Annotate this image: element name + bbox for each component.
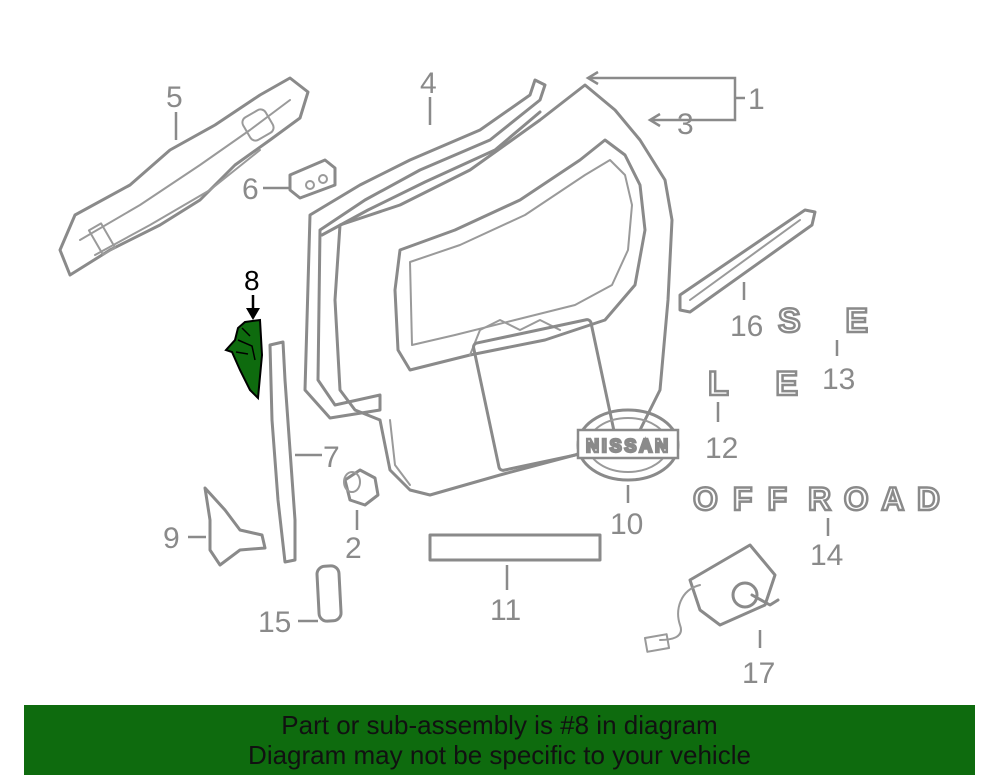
label-1: 1 bbox=[748, 83, 765, 116]
part-7-strip[interactable] bbox=[268, 340, 322, 564]
label-11: 11 bbox=[490, 594, 521, 627]
label-9: 9 bbox=[163, 522, 180, 555]
leader-lines bbox=[174, 97, 432, 190]
label-8: 8 bbox=[244, 265, 260, 296]
banner-line-1: Part or sub-assembly is #8 in diagram bbox=[281, 710, 718, 740]
part-15-cover[interactable] bbox=[298, 564, 343, 623]
parts-diagram: SE LE NISSAN OFF ROAD 1 2 3 bbox=[58, 67, 942, 690]
label-14: 14 bbox=[810, 539, 843, 572]
part-9-bracket[interactable] bbox=[188, 486, 267, 567]
part-3-back-door[interactable] bbox=[333, 83, 674, 497]
part-10-nissan-emblem[interactable]: NISSAN bbox=[576, 408, 680, 503]
part-11-strip[interactable] bbox=[428, 533, 602, 590]
label-12: 12 bbox=[705, 432, 738, 465]
part-2-bumper[interactable] bbox=[343, 468, 380, 530]
part-4-seal[interactable] bbox=[303, 78, 547, 420]
label-10: 10 bbox=[610, 508, 643, 541]
part-14-offroad-emblem[interactable]: OFF ROAD bbox=[692, 480, 942, 536]
label-6: 6 bbox=[242, 173, 259, 206]
svg-text:LE: LE bbox=[708, 365, 800, 403]
svg-text:NISSAN: NISSAN bbox=[586, 436, 670, 456]
part-16-finisher[interactable] bbox=[678, 208, 817, 314]
label-4: 4 bbox=[420, 67, 437, 100]
label-2: 2 bbox=[345, 532, 362, 565]
part-1-leader bbox=[585, 70, 745, 128]
label-3: 3 bbox=[677, 108, 694, 141]
part-12-le-emblem[interactable]: LE bbox=[707, 364, 800, 422]
label-13: 13 bbox=[822, 363, 855, 396]
label-15: 15 bbox=[258, 606, 291, 639]
label-16: 16 bbox=[730, 310, 763, 343]
label-17: 17 bbox=[742, 657, 775, 690]
part-5-bracket[interactable] bbox=[58, 76, 310, 277]
part-6-block[interactable] bbox=[288, 158, 337, 200]
info-banner: Part or sub-assembly is #8 in diagram Di… bbox=[24, 705, 975, 775]
part-13-se-emblem[interactable]: SE bbox=[777, 301, 870, 356]
banner-line-2: Diagram may not be specific to your vehi… bbox=[248, 740, 751, 770]
part-17-socket[interactable] bbox=[643, 543, 780, 653]
svg-text:SE: SE bbox=[778, 302, 870, 340]
svg-text:ROAD: ROAD bbox=[808, 481, 942, 517]
svg-text:OFF: OFF bbox=[693, 481, 789, 517]
callout-labels: 1 2 3 4 5 6 7 8 9 10 11 12 13 14 15 16 1… bbox=[163, 67, 855, 690]
part-8-highlighted[interactable] bbox=[224, 295, 264, 401]
label-7: 7 bbox=[323, 441, 340, 474]
label-5: 5 bbox=[166, 81, 183, 114]
